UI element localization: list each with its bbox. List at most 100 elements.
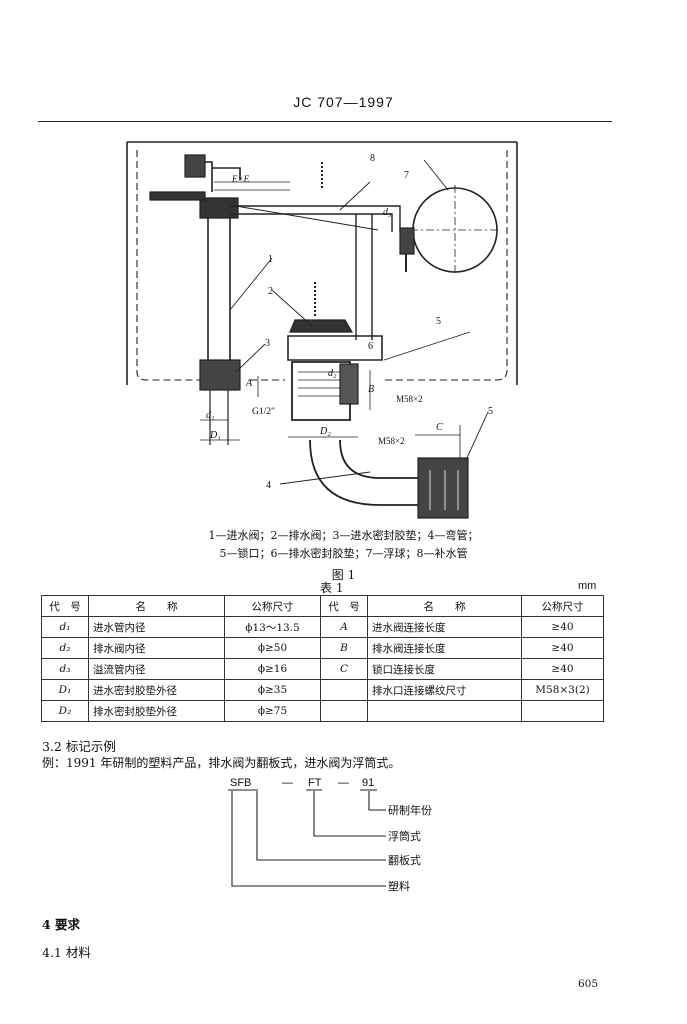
- cell-code1: D₂: [41, 700, 89, 722]
- cell-name2: 排水阀连接长度: [367, 637, 522, 659]
- bend-pipe: [309, 439, 420, 506]
- drain-seat: [287, 335, 383, 361]
- cistern-diagram: E×E 1 2 3 4 5 5 7 8 6 d₁ D₁ D₂ d₂: [126, 141, 518, 519]
- cell-code2: C: [320, 658, 368, 680]
- dim-lines: [200, 370, 461, 460]
- label-3: 3: [265, 338, 270, 349]
- inlet-shank: [209, 390, 229, 445]
- table-unit: mm: [578, 580, 597, 592]
- figure-title: 图 1: [331, 568, 356, 582]
- cell-size2: [521, 700, 604, 722]
- table-header-row: 代 号 名 称 公称尺寸 代 号 名 称 公称尺寸: [41, 595, 604, 617]
- e-x-e-label: E×E: [231, 174, 250, 184]
- label-4: 4: [266, 480, 271, 491]
- cell-size2: M58×3(2): [521, 679, 604, 701]
- marking-leader-flap: [256, 791, 386, 861]
- table-row: d₃ 溢流管内径 ϕ≥16 C 锁口连接长度 ≥40: [41, 658, 604, 680]
- water-level-line: [136, 150, 508, 381]
- header-title: JC 707—1997: [293, 94, 394, 110]
- cell-size2: ≥40: [521, 637, 604, 659]
- inlet-valve-top: [199, 197, 239, 219]
- drain-threads: [298, 371, 345, 397]
- cell-code2: B: [320, 637, 368, 659]
- table-row: D₂ 排水密封胶垫外径 ϕ≥75: [41, 700, 604, 722]
- cell-name2: 锁口连接长度: [367, 658, 522, 680]
- drain-outlet: [291, 361, 351, 421]
- refill-pipe-diag: [235, 205, 379, 231]
- e-dim-lines: [214, 181, 290, 191]
- label-8: 8: [370, 153, 375, 164]
- section-3-2-heading: 3.2 标记示例: [42, 739, 116, 754]
- label-A: A: [245, 378, 253, 389]
- label-5b: 5: [488, 406, 493, 417]
- table-row: d₁ 进水管内径 ϕ13～13.5 A 进水阀连接长度 ≥40: [41, 616, 604, 638]
- inlet-lever: [149, 191, 206, 201]
- label-D2: D₂: [319, 426, 331, 437]
- marking-label-float: 浮筒式: [388, 829, 421, 843]
- cell-name1: 排水阀内径: [88, 637, 225, 659]
- float-valve: [399, 227, 415, 255]
- page-number: 605: [578, 978, 599, 990]
- marking-diagram: SFB — FT — 91 研制年份 浮筒式 翻板式 塑料: [228, 777, 432, 893]
- example-text: 例：1991 年研制的塑料产品，排水阀为翻板式，进水阀为浮筒式。: [42, 756, 401, 770]
- label-2: 2: [268, 286, 273, 297]
- cell-code2: A: [320, 616, 368, 638]
- cell-code2: [320, 700, 368, 722]
- cell-size1: ϕ≥50: [224, 637, 321, 659]
- cell-size2: ≥40: [521, 616, 604, 638]
- section-4-1-heading: 4.1 材料: [42, 945, 91, 960]
- marking-code-ft: FT: [308, 777, 322, 789]
- header-code1: 代 号: [41, 595, 89, 617]
- cell-name1: 进水密封胶垫外径: [88, 679, 225, 701]
- drain-gasket: [339, 363, 359, 405]
- cell-size2: ≥40: [521, 658, 604, 680]
- label-C: C: [436, 422, 443, 433]
- inlet-valve-body: [207, 199, 231, 371]
- table-title: 表 1: [320, 581, 344, 595]
- inlet-nut: [199, 359, 241, 391]
- label-m58a: M58×2: [396, 394, 423, 404]
- cell-name2: 排水口连接螺纹尺寸: [367, 679, 522, 701]
- cell-code1: d₃: [41, 658, 89, 680]
- marking-leader-year: [368, 791, 386, 811]
- cell-code1: D₁: [41, 679, 89, 701]
- label-m58b: M58×2: [378, 436, 405, 446]
- marking-label-year: 研制年份: [388, 803, 432, 817]
- header-name2: 名 称: [367, 595, 522, 617]
- label-7: 7: [404, 170, 409, 181]
- figure-caption-line1: 1—进水阀；2—排水阀；3—进水密封胶垫；4—弯管；: [208, 529, 479, 542]
- marking-dash2: —: [338, 777, 349, 789]
- marking-leader-plastic: [231, 791, 386, 887]
- section-4-heading: 4 要求: [42, 917, 81, 932]
- marking-dash1: —: [282, 777, 293, 789]
- inlet-head: [184, 154, 206, 178]
- lock-nut-detail: [429, 470, 459, 510]
- label-D1: D₁: [209, 430, 221, 441]
- label-5a: 5: [436, 316, 441, 327]
- figure-caption-line2: 5—锁口；6—排水密封胶垫；7—浮球；8—补水管: [219, 547, 468, 560]
- cell-name2: [367, 700, 522, 722]
- label-1: 1: [268, 254, 273, 265]
- header-name1: 名 称: [88, 595, 225, 617]
- cell-name1: 进水管内径: [88, 616, 225, 638]
- cell-code1: d₂: [41, 637, 89, 659]
- marking-code-sfb: SFB: [230, 777, 251, 789]
- cell-code1: d₁: [41, 616, 89, 638]
- header-code2: 代 号: [320, 595, 368, 617]
- cell-size1: ϕ13～13.5: [224, 616, 321, 638]
- lock-nut: [417, 457, 469, 519]
- leader-lines: [229, 159, 489, 485]
- header-rule: [38, 121, 612, 122]
- label-g-thread: G1/2": [252, 407, 275, 417]
- label-d2: d₂: [328, 368, 337, 379]
- label-d3: d₃: [383, 207, 392, 218]
- header-size1: 公称尺寸: [224, 595, 321, 617]
- table-row: D₁ 进水密封胶垫外径 ϕ≥35 排水口连接螺纹尺寸 M58×3(2): [41, 679, 604, 701]
- marking-code-year: 91: [362, 777, 374, 789]
- overflow-pipe: [355, 214, 373, 340]
- marking-label-flap: 翻板式: [388, 853, 421, 867]
- marking-leader-float: [313, 791, 386, 837]
- cell-size1: ϕ≥35: [224, 679, 321, 701]
- cell-code2: [320, 679, 368, 701]
- cell-name1: 排水密封胶垫外径: [88, 700, 225, 722]
